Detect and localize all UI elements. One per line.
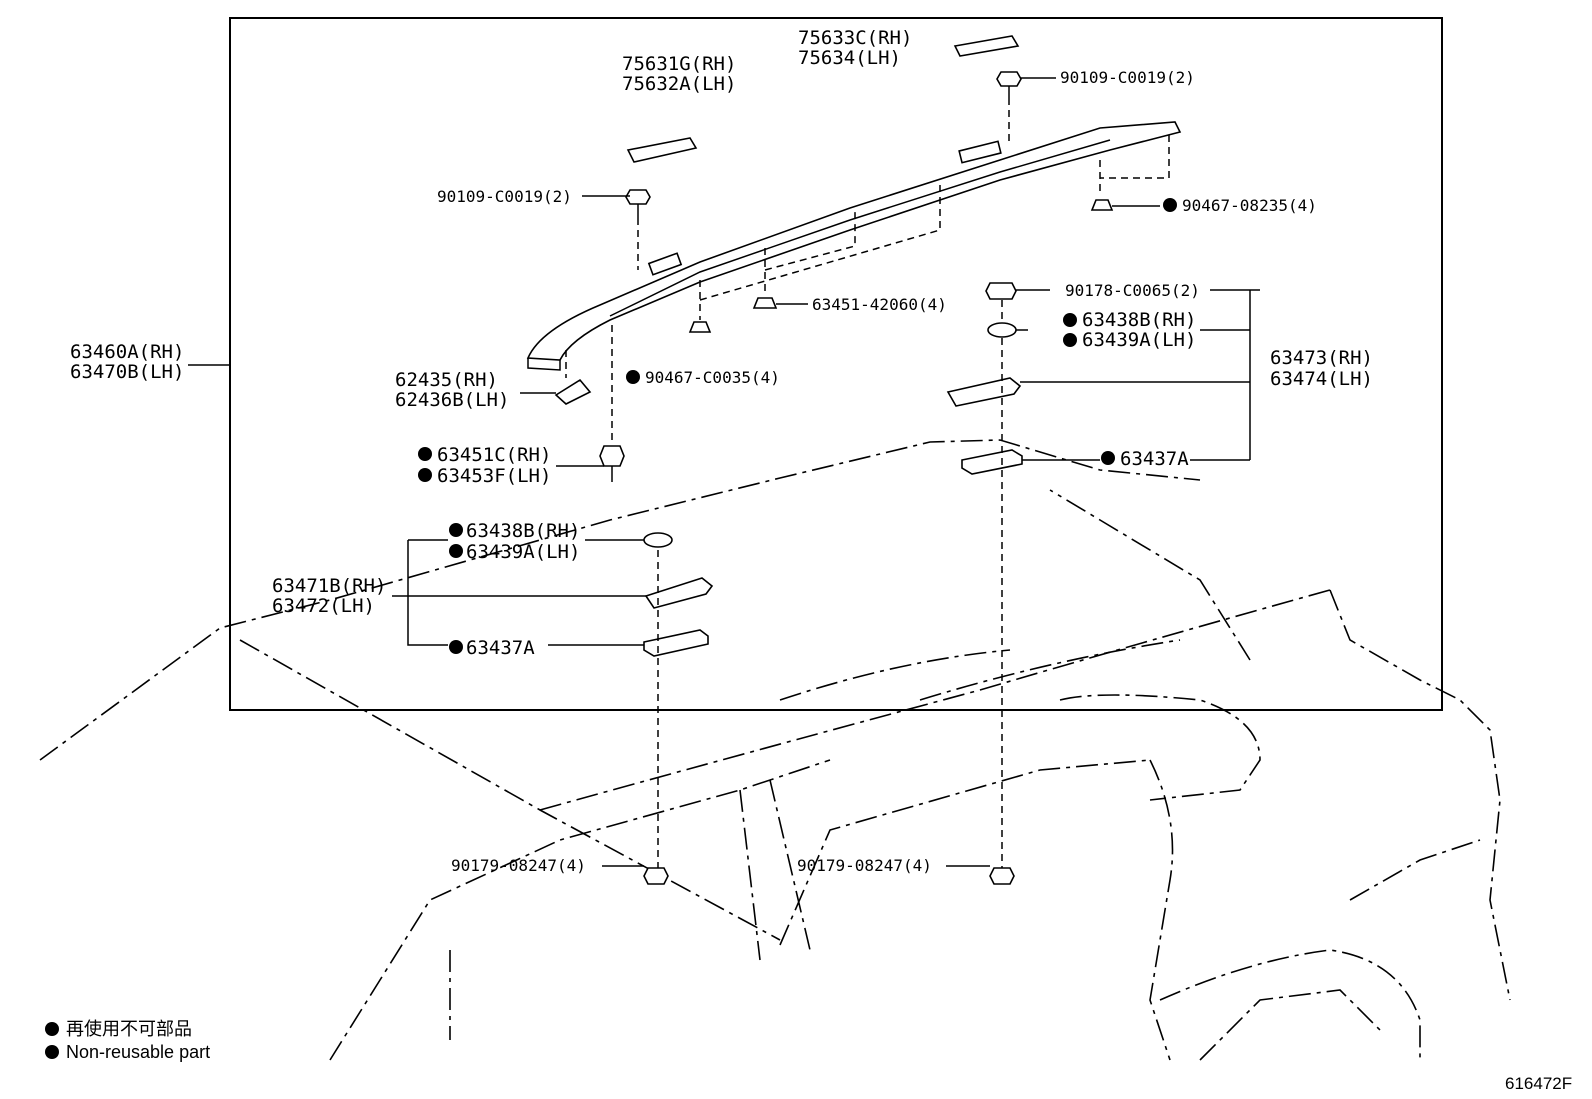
roof-rail xyxy=(526,121,1182,371)
leg-rear-part xyxy=(946,377,1022,407)
label-cover-front-rh: 75631G(RH) xyxy=(622,53,736,75)
label-nut-bottom-left: 90179-08247(4) xyxy=(451,856,586,875)
label-rail-rh: 63460A(RH) xyxy=(70,341,184,363)
label-stud-lh: 63453F(LH) xyxy=(437,465,551,487)
label-nut-mid: 63451-42060(4) xyxy=(812,295,947,314)
label-bolt-front: 90109-C0019(2) xyxy=(437,187,572,206)
label-leg-front-rh: 63471B(RH) xyxy=(272,575,386,597)
bolt-front-part xyxy=(625,189,651,218)
label-leg-rear-rh: 63473(RH) xyxy=(1270,347,1373,369)
gasket-front-part xyxy=(643,629,709,657)
legend-en: Non-reusable part xyxy=(66,1042,210,1062)
label-end-cover-lh: 62436B(LH) xyxy=(395,389,509,411)
bolt-rear-part xyxy=(996,71,1022,98)
label-rail-lh: 63470B(LH) xyxy=(70,361,184,383)
end-cover-part xyxy=(554,378,592,405)
nut-bottom-left-part xyxy=(643,867,669,885)
label-pad-front-lh: 63439A(LH) xyxy=(466,541,580,563)
cover-front-part xyxy=(626,137,698,163)
clip-mid-part xyxy=(688,321,712,333)
label-cover-rear-lh: 75634(LH) xyxy=(798,47,901,69)
label-pad-rear-rh: 63438B(RH) xyxy=(1082,309,1196,331)
assembly-dashed-lines xyxy=(565,98,1170,868)
label-nut-rear: 90178-C0065(2) xyxy=(1065,281,1200,300)
label-pad-rear-lh: 63439A(LH) xyxy=(1082,329,1196,351)
cover-rear-part xyxy=(953,35,1020,57)
label-end-cover-rh: 62435(RH) xyxy=(395,369,498,391)
nut-bottom-right-part xyxy=(989,867,1015,885)
leader-lines xyxy=(188,77,1260,867)
nut-rear-part xyxy=(985,282,1017,300)
vehicle-body-outline xyxy=(39,439,1511,1061)
legend-jp: 再使用不可部品 xyxy=(66,1019,192,1039)
label-gasket-front: 63437A xyxy=(466,637,535,659)
label-leg-front-lh: 63472(LH) xyxy=(272,595,375,617)
label-stud-rh: 63451C(RH) xyxy=(437,444,551,466)
label-cover-rear-rh: 75633C(RH) xyxy=(798,27,912,49)
nonreusable-markers xyxy=(45,198,1177,1059)
figure-code: 616472F xyxy=(1505,1074,1572,1093)
label-leg-rear-lh: 63474(LH) xyxy=(1270,368,1373,390)
label-nut-bottom-right: 90179-08247(4) xyxy=(797,856,932,875)
label-cover-front-lh: 75632A(LH) xyxy=(622,73,736,95)
label-clip-mid: 90467-C0035(4) xyxy=(645,368,780,387)
label-gasket-rear: 63437A xyxy=(1120,448,1189,470)
group-frame xyxy=(229,17,1443,711)
gasket-rear-part xyxy=(961,449,1023,475)
label-pad-front-rh: 63438B(RH) xyxy=(466,520,580,542)
nut-mid-part xyxy=(752,297,778,309)
label-bolt-rear: 90109-C0019(2) xyxy=(1060,68,1195,87)
pad-rear-part xyxy=(987,322,1017,338)
pad-front-part xyxy=(643,532,673,548)
stud-part xyxy=(599,445,625,482)
label-clip-rear: 90467-08235(4) xyxy=(1182,196,1317,215)
leg-front-part xyxy=(644,577,714,609)
clip-rear-part xyxy=(1090,199,1114,211)
